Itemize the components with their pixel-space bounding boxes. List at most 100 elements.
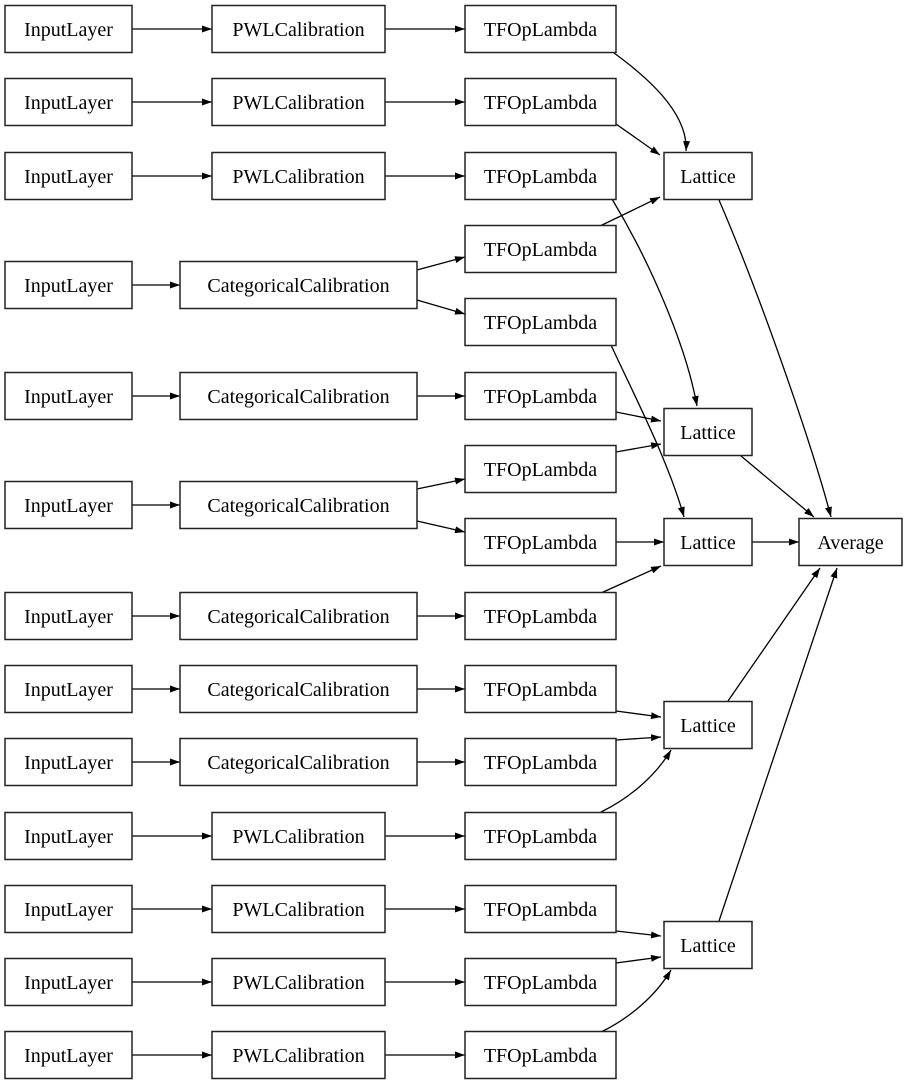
node-label: TFOpLambda [484, 1045, 597, 1067]
node-box [464, 884, 617, 934]
node-input-layer: InputLayer [4, 811, 133, 861]
edge-lat4-avg [718, 567, 838, 922]
node-input-layer: InputLayer [4, 480, 133, 530]
node-box [179, 664, 418, 714]
edge-tfop6-lat1 [615, 442, 662, 453]
node-box [663, 407, 753, 457]
node-box [4, 811, 133, 861]
node-label: PWLCalibration [232, 899, 364, 921]
node-tfop-lambda: TFOpLambda [464, 664, 617, 714]
node-box [464, 151, 617, 201]
node-label: PWLCalibration [232, 92, 364, 114]
node-box [464, 444, 617, 494]
edge-tfop13-lat4 [615, 954, 662, 964]
node-pwlcalibration: PWLCalibration [211, 77, 386, 127]
node-input-layer: InputLayer [4, 371, 133, 421]
node-label: PWLCalibration [232, 1045, 364, 1067]
edge-cal3-tfop3 [416, 256, 466, 271]
node-label: PWLCalibration [232, 972, 364, 994]
node-label: CategoricalCalibration [207, 386, 389, 408]
node-label: InputLayer [24, 92, 113, 114]
node-average: Average [798, 517, 903, 567]
node-input-layer: InputLayer [4, 957, 133, 1007]
node-label: CategoricalCalibration [207, 495, 389, 517]
node-tfop-lambda: TFOpLambda [464, 77, 617, 127]
node-box [179, 480, 418, 530]
node-box [663, 700, 753, 750]
node-label: InputLayer [24, 679, 113, 701]
node-tfop-lambda: TFOpLambda [464, 737, 617, 787]
node-label: TFOpLambda [484, 92, 597, 114]
node-box [211, 811, 386, 861]
node-input-layer: InputLayer [4, 77, 133, 127]
node-box [464, 77, 617, 127]
node-categorical-calibration: CategoricalCalibration [179, 480, 418, 530]
node-categorical-calibration: CategoricalCalibration [179, 737, 418, 787]
node-box [4, 480, 133, 530]
node-categorical-calibration: CategoricalCalibration [179, 664, 418, 714]
node-label: TFOpLambda [484, 972, 597, 994]
node-label: InputLayer [24, 386, 113, 408]
edge-tfop10-lat3 [615, 734, 662, 742]
node-box [464, 737, 617, 787]
node-box [464, 224, 617, 274]
node-box [798, 517, 903, 567]
node-box [179, 371, 418, 421]
edge-lat3-avg [727, 567, 821, 702]
node-label: CategoricalCalibration [207, 679, 389, 701]
edge-cal5-tfop6 [416, 477, 466, 490]
node-input-layer: InputLayer [4, 664, 133, 714]
node-label: TFOpLambda [484, 386, 597, 408]
node-tfop-lambda: TFOpLambda [464, 884, 617, 934]
node-lattice: Lattice [663, 517, 753, 567]
node-pwlcalibration: PWLCalibration [211, 884, 386, 934]
edge-tfop3-lat0 [599, 196, 661, 227]
node-box [211, 884, 386, 934]
node-label: TFOpLambda [484, 826, 597, 848]
node-label: InputLayer [24, 19, 113, 41]
node-input-layer: InputLayer [4, 884, 133, 934]
nodes-layer: InputLayerInputLayerInputLayerInputLayer… [4, 4, 903, 1080]
node-label: Lattice [680, 935, 736, 957]
node-label: TFOpLambda [484, 752, 597, 774]
node-tfop-lambda: TFOpLambda [464, 224, 617, 274]
node-box [464, 591, 617, 641]
node-label: InputLayer [24, 495, 113, 517]
node-tfop-lambda: TFOpLambda [464, 1030, 617, 1080]
node-label: Lattice [680, 715, 736, 737]
node-tfop-lambda: TFOpLambda [464, 811, 617, 861]
node-categorical-calibration: CategoricalCalibration [179, 371, 418, 421]
node-label: TFOpLambda [484, 459, 597, 481]
node-box [4, 77, 133, 127]
node-label: InputLayer [24, 1045, 113, 1067]
edges-layer [132, 25, 838, 1059]
node-tfop-lambda: TFOpLambda [464, 957, 617, 1007]
node-pwlcalibration: PWLCalibration [211, 4, 386, 54]
node-box [464, 517, 617, 567]
node-label: TFOpLambda [484, 19, 597, 41]
edge-tfop4-lat2 [610, 344, 685, 518]
node-input-layer: InputLayer [4, 1030, 133, 1080]
node-box [179, 260, 418, 310]
node-label: InputLayer [24, 972, 113, 994]
node-lattice: Lattice [663, 700, 753, 750]
node-label: Average [817, 532, 883, 554]
node-box [4, 591, 133, 641]
edge-tfop2-lat1 [611, 198, 699, 407]
node-box [4, 884, 133, 934]
node-label: InputLayer [24, 166, 113, 188]
node-label: InputLayer [24, 275, 113, 297]
edge-lat1-avg [740, 455, 815, 518]
node-box [464, 297, 617, 347]
edge-lat0-avg [718, 199, 832, 518]
node-label: TFOpLambda [484, 239, 597, 261]
node-box [179, 737, 418, 787]
node-input-layer: InputLayer [4, 260, 133, 310]
node-input-layer: InputLayer [4, 591, 133, 641]
node-tfop-lambda: TFOpLambda [464, 517, 617, 567]
node-label: CategoricalCalibration [207, 275, 389, 297]
node-label: InputLayer [24, 752, 113, 774]
edge-tfop11-lat3 [600, 749, 672, 813]
